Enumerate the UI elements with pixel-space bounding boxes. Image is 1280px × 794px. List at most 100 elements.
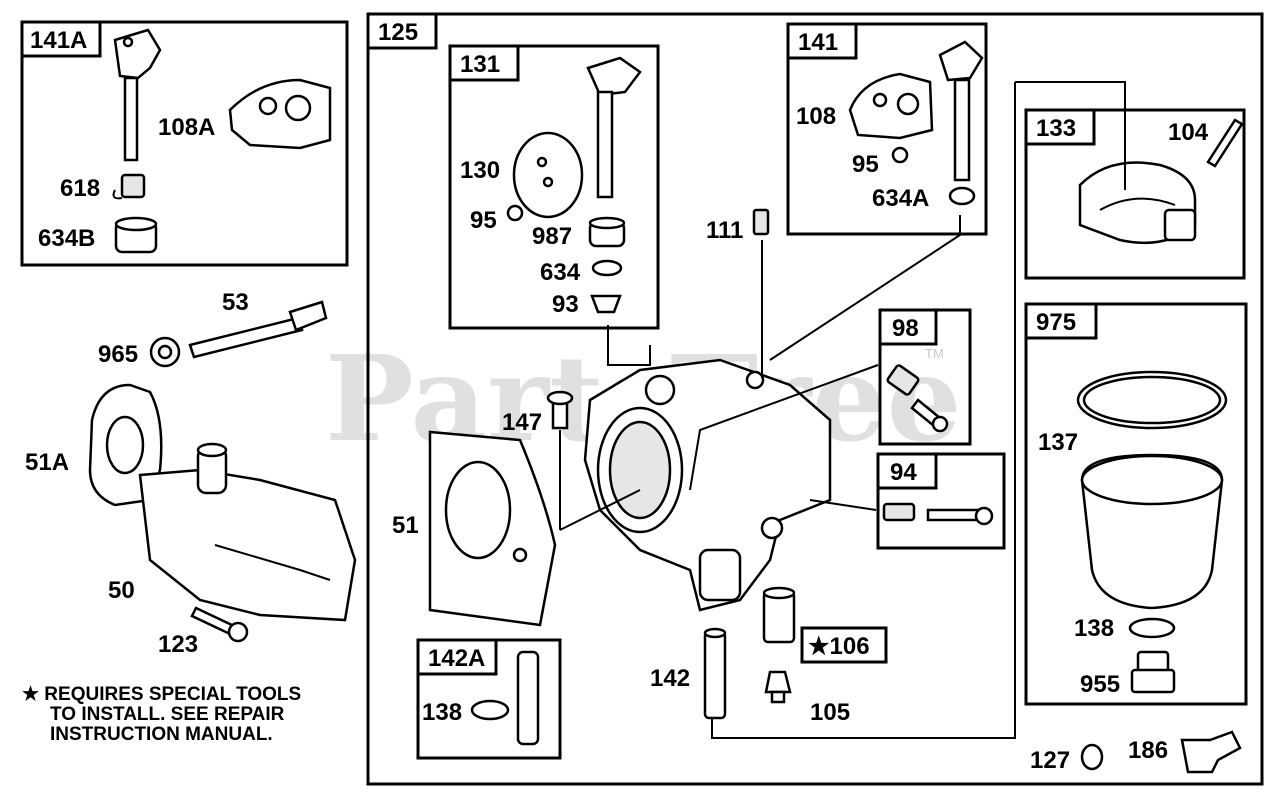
left-parts: 53 965 51A 50 123	[25, 289, 357, 658]
part-142: 142	[650, 627, 727, 720]
spring-98	[886, 364, 920, 396]
intake-50	[138, 468, 357, 622]
intake-50-tube-top	[196, 442, 228, 458]
group-975-frame	[1024, 302, 1248, 706]
label-108: 108	[796, 103, 836, 130]
washer-138a	[1128, 617, 1176, 639]
tube-142-top	[703, 627, 727, 639]
group-98-label: 98	[892, 315, 919, 342]
group-141: 141 108 95 634A	[786, 22, 988, 236]
label-50: 50	[108, 577, 135, 604]
carburetor-body	[583, 358, 832, 612]
label-138a: 138	[1074, 615, 1114, 642]
label-106: ★106	[808, 633, 870, 660]
gasket-51-hole	[512, 547, 528, 563]
group-131-tag	[448, 44, 520, 82]
float-133-rim	[1099, 197, 1176, 211]
group-133-tag	[1024, 108, 1096, 146]
lever-141a-hole	[122, 36, 134, 48]
pin-104	[1206, 118, 1244, 168]
group-125-frame	[366, 12, 1264, 786]
note-line-1: ★ REQUIRES SPECIAL TOOLS	[22, 684, 301, 705]
plate-130-hole-1	[536, 156, 548, 168]
pipe-53	[188, 316, 304, 359]
shaft-141a	[123, 76, 139, 162]
label-955: 955	[1080, 671, 1120, 698]
screw-955-head	[1130, 668, 1176, 694]
shaft-141-lever	[938, 40, 984, 82]
plate-108a	[228, 78, 332, 150]
group-141-tag	[786, 22, 858, 60]
group-142a-tag	[416, 638, 498, 676]
label-127: 127	[1030, 747, 1070, 774]
leader-131	[607, 325, 651, 366]
part-111: 111	[706, 208, 770, 244]
note-line-2: TO INSTALL. SEE REPAIR	[50, 704, 285, 725]
screw-123	[190, 606, 236, 636]
label-130: 130	[460, 157, 500, 184]
needle-105-tip	[770, 690, 786, 704]
label-51a: 51A	[25, 449, 69, 476]
group-141-frame	[786, 22, 988, 236]
screw-147-head	[546, 390, 574, 406]
leader-94	[809, 499, 877, 511]
shaft-141	[953, 78, 971, 182]
watermark-tm: TM	[925, 346, 944, 361]
shaft-131	[596, 90, 614, 199]
group-133: 133 104	[1024, 108, 1246, 280]
pipe-53-fitting	[288, 300, 328, 332]
label-106-text: 106	[830, 633, 870, 660]
screw-123-head	[227, 621, 249, 643]
washer-634	[591, 259, 623, 277]
gasket-51a-opening	[105, 415, 145, 475]
group-975: 975 137 138 955	[1024, 302, 1248, 706]
part-106: ★106	[762, 586, 888, 664]
seal-987-top	[588, 216, 626, 230]
part-105: 105	[764, 670, 850, 726]
group-125-tag	[366, 12, 438, 50]
group-94-frame	[876, 452, 1006, 550]
label-634: 634	[540, 259, 581, 286]
group-131-frame	[448, 44, 660, 330]
spring-618	[120, 173, 146, 199]
carburetor-top-port	[644, 374, 676, 406]
label-105: 105	[810, 699, 850, 726]
label-138b: 138	[422, 699, 462, 726]
label-106-box	[800, 626, 888, 664]
label-634b: 634B	[38, 225, 95, 252]
label-95a: 95	[470, 207, 497, 234]
part-51: 51	[392, 430, 557, 627]
spring-111	[752, 208, 770, 236]
group-142a-label: 142A	[428, 645, 485, 672]
plate-108a-hole-2	[284, 94, 312, 122]
group-98: 98	[878, 308, 972, 446]
group-141a-label: 141A	[30, 27, 87, 54]
spring-618-tail	[112, 189, 123, 200]
oring-137-inner	[1082, 375, 1222, 425]
screw-94-head	[974, 506, 994, 526]
screw-95a	[506, 204, 524, 222]
plate-130-hole-2	[542, 176, 554, 188]
leader-51	[559, 489, 641, 531]
label-618: 618	[60, 175, 100, 202]
leader-98	[689, 364, 879, 491]
group-142a: 142A 138	[416, 638, 562, 760]
group-133-label: 133	[1036, 115, 1076, 142]
label-108a: 108A	[158, 114, 215, 141]
group-975-tag	[1024, 302, 1098, 340]
group-94: 94	[876, 452, 1006, 550]
screw-98-head	[931, 415, 949, 433]
carburetor-bore-inner	[608, 420, 672, 520]
plate-108-hole-2	[896, 92, 920, 116]
label-95b: 95	[852, 151, 879, 178]
gasket-51-opening	[444, 460, 512, 560]
bowl-975-rim	[1080, 454, 1224, 506]
label-965: 965	[98, 341, 138, 368]
screw-95b	[891, 146, 909, 164]
screw-94	[926, 508, 980, 522]
group-94-label: 94	[890, 459, 917, 486]
washer-138b	[470, 699, 510, 721]
group-131: 131 130 95 987 634 93	[448, 44, 660, 330]
part-186: 186	[1128, 730, 1242, 774]
